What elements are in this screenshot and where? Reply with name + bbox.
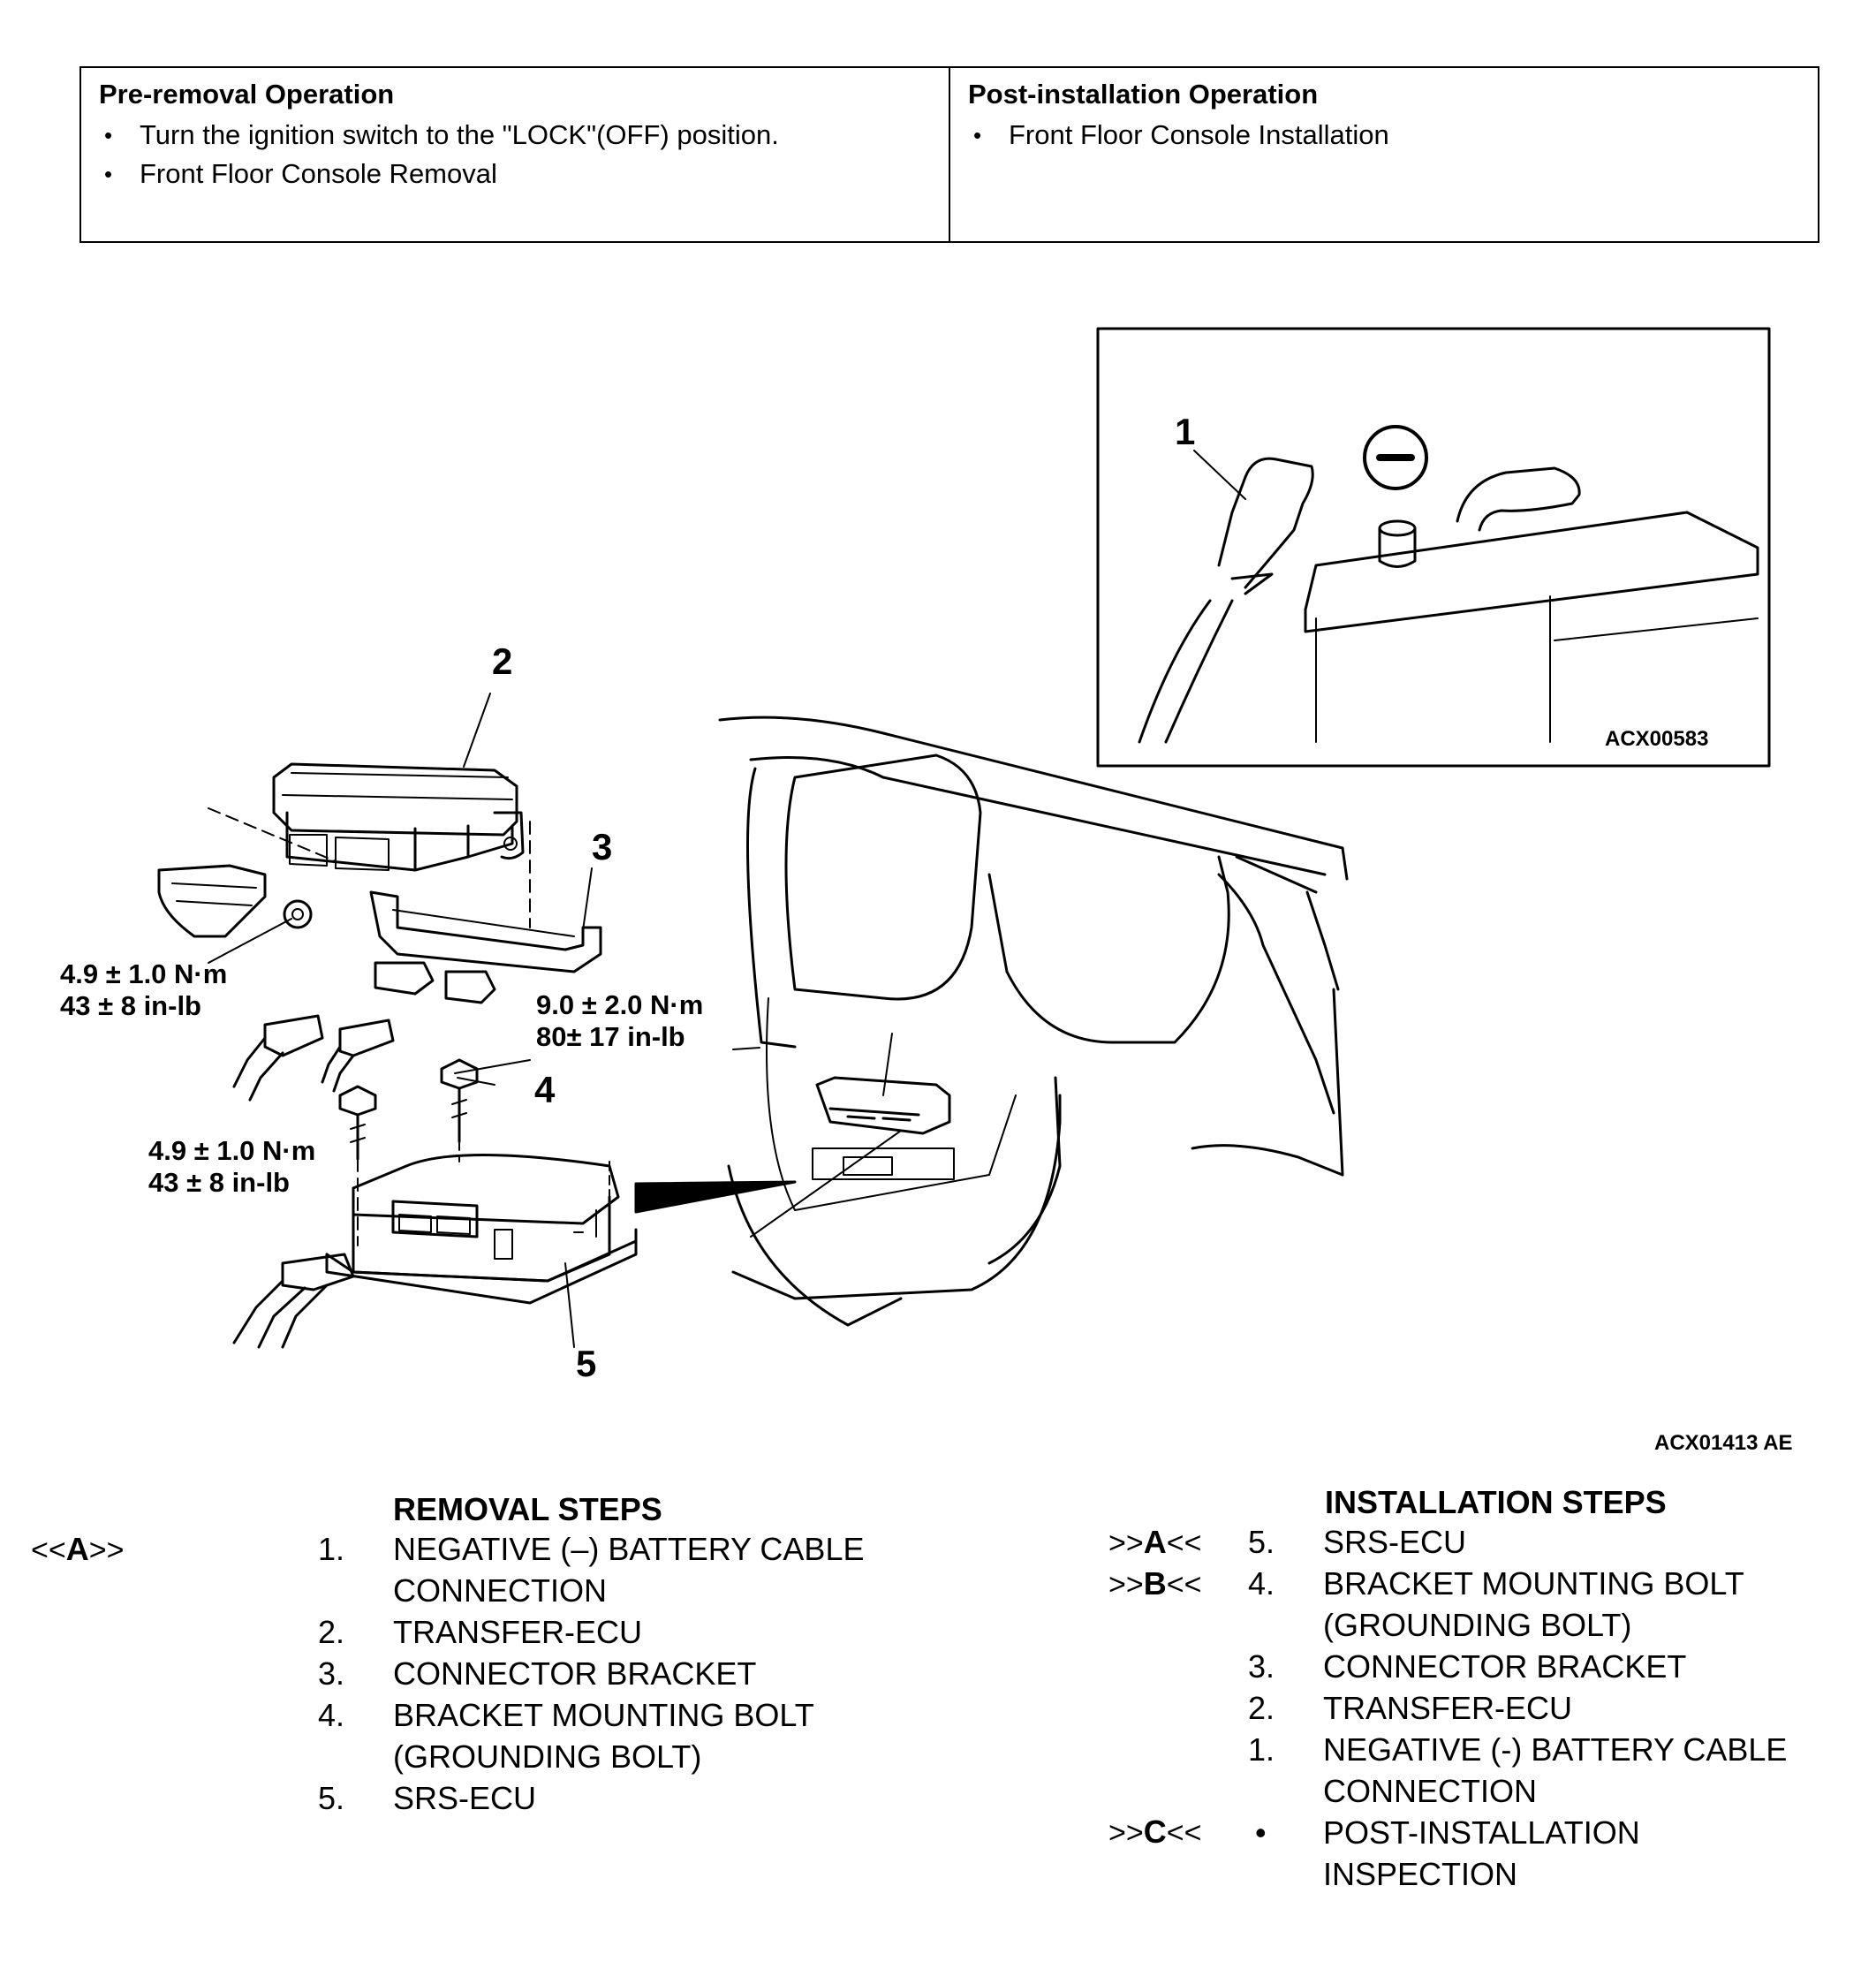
leader-lines	[208, 693, 760, 1348]
dashboard-outline	[634, 716, 1349, 1327]
step-text: CONNECTOR BRACKET	[393, 1655, 757, 1692]
figure-code: ACX01413 AE	[1654, 1431, 1793, 1455]
step-number: 2.	[318, 1614, 345, 1650]
inset-code: ACX00583	[1605, 727, 1709, 751]
callout-4: 4	[534, 1069, 556, 1110]
step-text: BRACKET MOUNTING BOLT (GROUNDING BOLT)	[393, 1697, 814, 1775]
srs-ecu-illustration	[157, 327, 1771, 1349]
connector-bracket	[208, 807, 602, 1004]
battery-top	[1304, 511, 1759, 611]
torque-metric: 4.9 ± 1.0 N·m	[60, 958, 228, 989]
battery-inset	[1096, 327, 1771, 768]
callout-5: 5	[576, 1343, 597, 1384]
removal-ref-a: <<A>>	[31, 1531, 125, 1567]
installation-ref-a: >>A<<	[1108, 1524, 1202, 1560]
battery-rim	[1304, 572, 1759, 633]
torque-label-srs-bolt: 4.9 ± 1.0 N·m 43 ± 8 in-lb	[148, 1135, 315, 1199]
negative-terminal-icon	[1363, 425, 1428, 490]
step-text: SRS-ECU	[1323, 1524, 1467, 1560]
installation-ref-c: >>C<<	[1108, 1814, 1202, 1850]
bullet-icon: •	[104, 161, 113, 187]
post-installation-item: • Front Floor Console Installation	[968, 116, 1800, 155]
step-text: POST-INSTALLATION INSPECTION	[1323, 1814, 1640, 1892]
step-text: NEGATIVE (–) BATTERY CABLE CONNECTION	[393, 1531, 865, 1609]
pre-removal-column: Pre-removal Operation • Turn the ignitio…	[81, 68, 949, 241]
srs-ecu	[232, 1154, 638, 1349]
step-text: CONNECTOR BRACKET	[1323, 1648, 1687, 1685]
step-number: 3.	[318, 1655, 345, 1692]
installation-steps-title: INSTALLATION STEPS	[1325, 1484, 1667, 1520]
step-number: 2.	[1248, 1690, 1275, 1726]
torque-metric: 4.9 ± 1.0 N·m	[148, 1135, 316, 1166]
step-number: 4.	[1248, 1565, 1275, 1602]
pre-removal-heading: Pre-removal Operation	[99, 79, 395, 110]
torque-imperial: 43 ± 8 in-lb	[60, 990, 201, 1021]
harness-connectors	[232, 1014, 395, 1102]
removal-steps-title: REMOVAL STEPS	[393, 1491, 662, 1527]
post-installation-column: Post-installation Operation • Front Floo…	[949, 68, 1818, 241]
installation-ref-b: >>B<<	[1108, 1565, 1202, 1602]
callout-3: 3	[592, 826, 613, 867]
pre-removal-item: • Front Floor Console Removal	[99, 155, 931, 193]
mounting-bolts	[338, 1058, 479, 1246]
step-number: 3.	[1248, 1648, 1275, 1685]
post-installation-item-text: Front Floor Console Installation	[1009, 119, 1389, 150]
location-arrow	[634, 1180, 797, 1214]
callout-1: 1	[1175, 411, 1196, 452]
operation-table: Pre-removal Operation • Turn the ignitio…	[79, 66, 1819, 243]
step-number: 5.	[318, 1780, 345, 1816]
step-text: SRS-ECU	[393, 1780, 537, 1816]
post-installation-heading: Post-installation Operation	[968, 79, 1319, 110]
torque-label-nut: 4.9 ± 1.0 N·m 43 ± 8 in-lb	[60, 958, 227, 1022]
inset-frame	[1096, 327, 1771, 768]
pre-removal-item-text: Front Floor Console Removal	[140, 158, 497, 189]
torque-imperial: 43 ± 8 in-lb	[148, 1167, 290, 1198]
torque-label-bracket-bolt: 9.0 ± 2.0 N·m 80± 17 in-lb	[536, 989, 703, 1053]
pre-removal-item: • Turn the ignition switch to the "LOCK"…	[99, 116, 931, 155]
pre-removal-item-text: Turn the ignition switch to the "LOCK"(O…	[140, 119, 779, 150]
step-bullet: •	[1255, 1814, 1267, 1851]
step-text: TRANSFER-ECU	[393, 1614, 643, 1650]
step-number: 1.	[1248, 1731, 1275, 1768]
torque-imperial: 80± 17 in-lb	[536, 1021, 685, 1052]
callout-2: 2	[492, 640, 513, 682]
step-text: NEGATIVE (-) BATTERY CABLE CONNECTION	[1323, 1731, 1788, 1809]
step-text: TRANSFER-ECU	[1323, 1690, 1573, 1726]
step-number: 4.	[318, 1697, 345, 1733]
bullet-icon: •	[973, 122, 982, 148]
transfer-ecu	[157, 762, 525, 938]
bullet-icon: •	[104, 122, 113, 148]
step-number: 5.	[1248, 1524, 1275, 1560]
torque-metric: 9.0 ± 2.0 N·m	[536, 989, 704, 1020]
step-text: BRACKET MOUNTING BOLT (GROUNDING BOLT)	[1323, 1565, 1744, 1643]
step-number: 1.	[318, 1531, 345, 1567]
